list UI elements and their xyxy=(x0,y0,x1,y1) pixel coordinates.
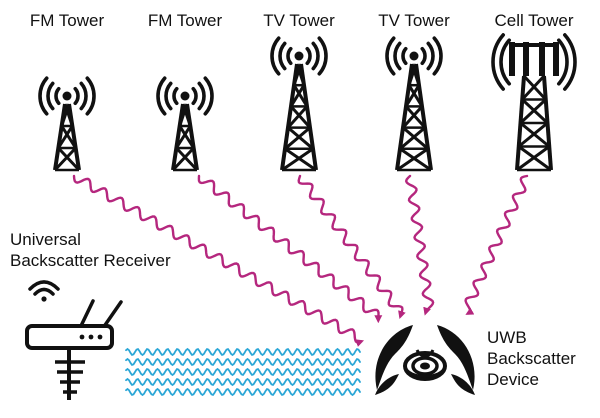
tower-label-fm-1: FM Tower xyxy=(29,11,105,30)
device-label-line2: Backscatter xyxy=(487,349,576,368)
ambient-signal-tv-1 xyxy=(297,174,406,320)
cell-tower-icon xyxy=(491,33,577,172)
fm-tower-icon xyxy=(38,76,96,172)
tv-tower-icon xyxy=(270,36,328,172)
ambient-signal-fm-2 xyxy=(197,174,383,324)
tower-label-cell: Cell Tower xyxy=(494,11,574,30)
ambient-signal-cell xyxy=(464,174,529,315)
ambient-signal-tv-2 xyxy=(404,174,435,316)
router-icon xyxy=(25,280,123,400)
device-label-line1: UWB xyxy=(487,328,527,347)
backscatter-signal-group xyxy=(125,347,361,397)
backscatter-device-icon xyxy=(375,325,475,395)
backscatter-signal-line xyxy=(125,377,361,387)
receiver-label-line2: Backscatter Receiver xyxy=(10,251,171,270)
ambient-signal-group xyxy=(72,174,529,347)
tower-label-tv-1: TV Tower xyxy=(263,11,335,30)
backscatter-signal-line xyxy=(125,357,361,367)
tower-label-fm-2: FM Tower xyxy=(147,11,223,30)
backscatter-signal-line xyxy=(125,387,361,397)
backscatter-signal-line xyxy=(125,367,361,377)
backscatter-signal-line xyxy=(125,347,361,357)
device-label-line3: Device xyxy=(487,370,539,389)
ambient-signal-fm-1 xyxy=(72,174,365,347)
tv-tower-icon xyxy=(385,36,443,172)
receiver-label-line1: Universal xyxy=(10,230,81,249)
fm-tower-icon xyxy=(156,76,214,172)
tower-label-tv-2: TV Tower xyxy=(378,11,450,30)
